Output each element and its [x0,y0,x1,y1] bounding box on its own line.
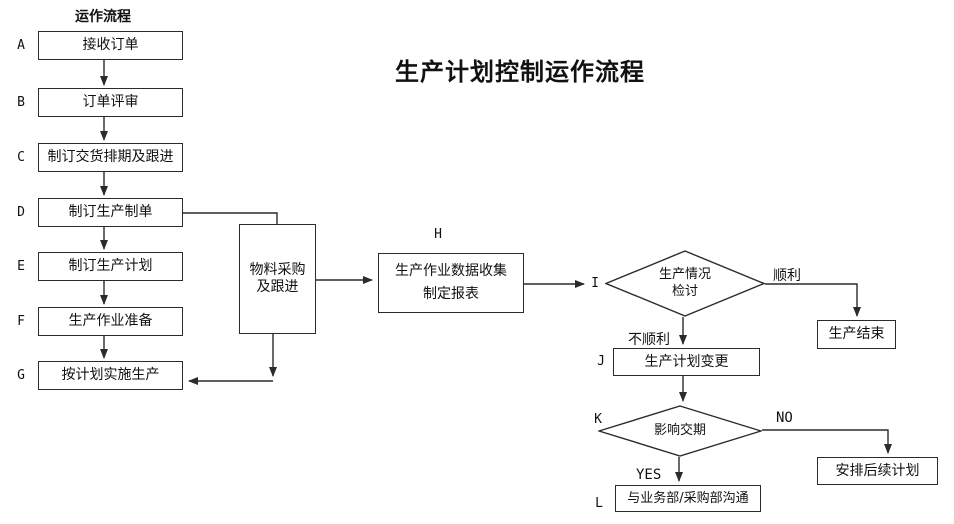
step-letter-f: F [17,314,25,329]
data-collection-line2: 制定报表 [423,286,479,302]
node-data-collection: 生产作业数据收集 制定报表 [378,253,524,313]
diamond-shape-k [598,405,762,457]
production-review-line1: 生产情况 [658,266,711,282]
material-line2: 及跟进 [256,279,299,295]
decision-production-review: 生产情况 检讨 [605,250,765,317]
label-yes: YES [636,467,662,483]
node-delivery-schedule: 制订交货排期及跟进 [38,143,183,172]
page-title: 生产计划控制运作流程 [395,58,645,86]
step-letter-h: H [434,227,442,242]
step-letter-d: D [17,205,25,220]
step-letter-l: L [595,496,603,511]
step-letter-j: J [597,354,605,369]
node-production-end: 生产结束 [817,320,896,349]
step-letter-g: G [17,368,25,383]
affect-delivery-label: 影响交期 [653,422,706,438]
production-review-line2: 检讨 [671,283,698,299]
step-letter-b: B [17,95,25,110]
label-smooth: 顺利 [773,268,801,284]
step-letter-i: I [591,276,599,291]
decision-affect-delivery: 影响交期 [598,405,762,457]
node-material-purchase: 物料采购 及跟进 [239,224,316,334]
data-collection-line1: 生产作业数据收集 [395,263,507,280]
step-letter-k: K [594,412,602,427]
node-order-review: 订单评审 [38,88,183,117]
step-letter-c: C [17,150,25,165]
node-production-plan: 制订生产计划 [38,252,183,281]
step-letter-e: E [17,259,25,274]
column-title: 运作流程 [75,9,131,25]
step-letter-a: A [17,38,25,53]
node-production-prep: 生产作业准备 [38,307,183,336]
node-communicate: 与业务部/采购部沟通 [615,485,761,512]
node-followup-plan: 安排后续计划 [817,457,938,485]
node-execute-production: 按计划实施生产 [38,361,183,390]
node-production-order: 制订生产制单 [38,198,183,227]
material-line1: 物料采购 [249,262,306,279]
label-not-smooth: 不顺利 [628,332,670,348]
diamond-shape-i [605,250,765,317]
node-plan-change: 生产计划变更 [613,348,760,376]
node-receive-order: 接收订单 [38,31,183,60]
label-no: NO [776,410,793,426]
